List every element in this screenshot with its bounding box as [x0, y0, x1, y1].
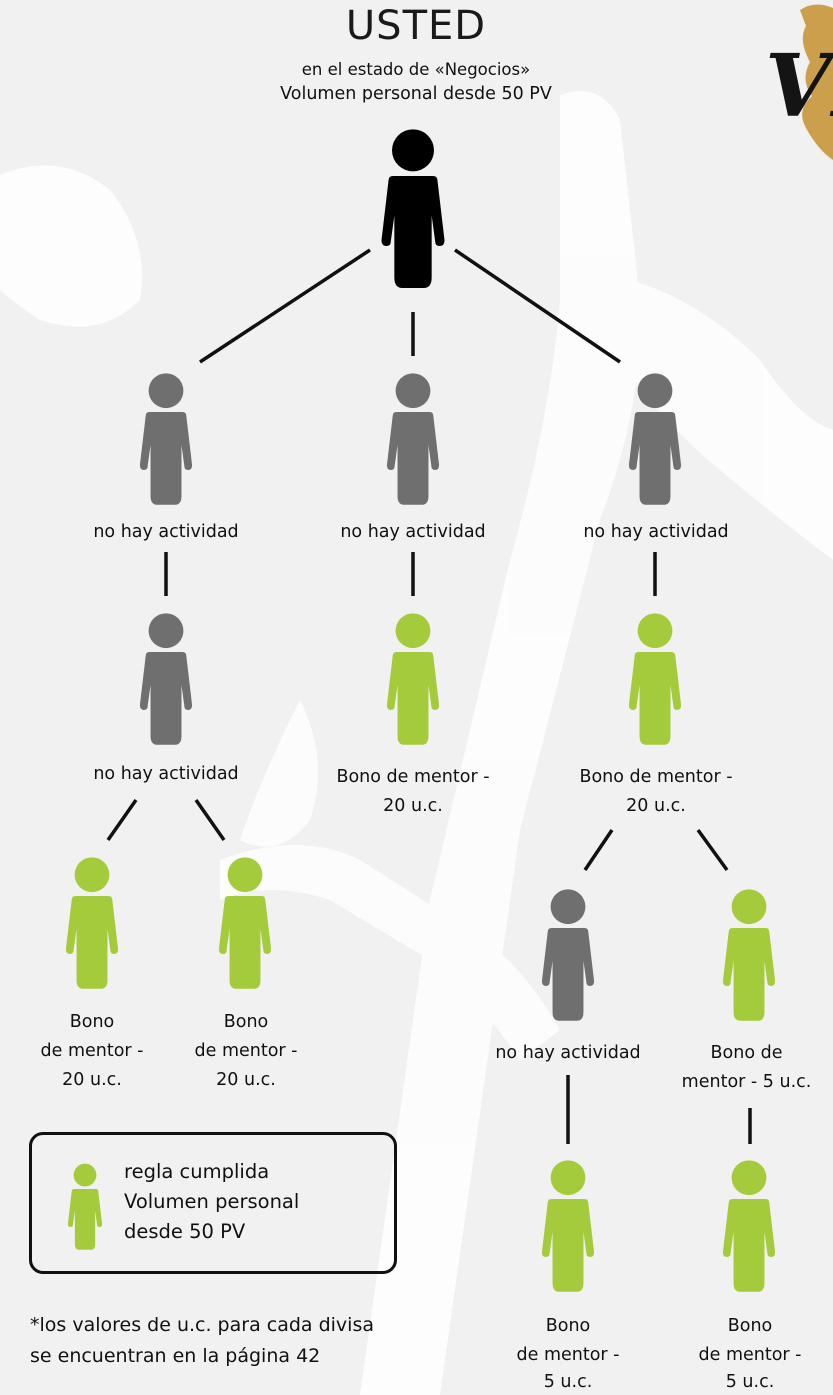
subtitle-volume: Volumen personal desde 50 PV	[280, 84, 552, 104]
top-person-icon	[381, 129, 445, 288]
bono-label-line-1: Bono	[545, 1316, 591, 1336]
bono-label-line-3: 5 u.c.	[725, 1372, 775, 1392]
bono-label-line-3: 20 u.c.	[216, 1070, 276, 1090]
no-activity-label: no hay actividad	[495, 1043, 641, 1063]
no-activity-label: no hay actividad	[93, 522, 239, 542]
bono-label-line-2: de mentor -	[698, 1345, 802, 1365]
bono-label-line-2: 20 u.c.	[626, 796, 686, 816]
title: USTED	[345, 3, 487, 49]
person-active-icon	[722, 889, 776, 1021]
logo-text: VI	[765, 36, 833, 137]
brand-logo: VI	[765, 4, 833, 161]
bono-label-line-2: 20 u.c.	[383, 796, 443, 816]
subtitle-status: en el estado de «Negocios»	[301, 60, 531, 79]
legend-line-1: regla cumplida	[124, 1160, 270, 1183]
person-inactive-icon	[139, 373, 193, 505]
footnote-line-1: *los valores de u.c. para cada divisa	[30, 1314, 374, 1336]
person-active-icon	[386, 613, 440, 745]
no-activity-label: no hay actividad	[93, 764, 239, 784]
connector-lines	[106, 248, 752, 1144]
no-activity-label: no hay actividad	[583, 522, 729, 542]
bono-label-line-3: 5 u.c.	[543, 1372, 593, 1392]
legend-line-2: Volumen personal	[124, 1190, 300, 1213]
person-active-icon	[541, 1160, 595, 1292]
person-active-icon	[65, 857, 119, 989]
bono-label-line-2: de mentor -	[40, 1041, 144, 1061]
person-inactive-icon	[386, 373, 440, 505]
footnote-line-2: se encuentran en la página 42	[30, 1345, 321, 1367]
bono-label-line-1: Bono de	[710, 1043, 783, 1063]
bono-label-line-1: Bono de mentor -	[336, 767, 490, 787]
bono-label-line-2: de mentor -	[194, 1041, 298, 1061]
person-active-icon	[722, 1160, 776, 1292]
person-inactive-icon	[139, 613, 193, 745]
bono-label-line-1: Bono de mentor -	[579, 767, 733, 787]
bono-label-line-2: mentor - 5 u.c.	[681, 1072, 812, 1092]
person-active-icon	[628, 613, 682, 745]
bono-label-line-1: Bono	[223, 1012, 269, 1032]
legend-line-3: desde 50 PV	[124, 1220, 246, 1243]
bono-label-line-1: Bono	[69, 1012, 115, 1032]
bono-label-line-3: 20 u.c.	[62, 1070, 122, 1090]
bono-label-line-1: Bono	[727, 1316, 773, 1336]
person-inactive-icon	[541, 889, 595, 1021]
no-activity-label: no hay actividad	[340, 522, 486, 542]
bono-label-line-2: de mentor -	[516, 1345, 620, 1365]
legend-box	[29, 1132, 397, 1274]
